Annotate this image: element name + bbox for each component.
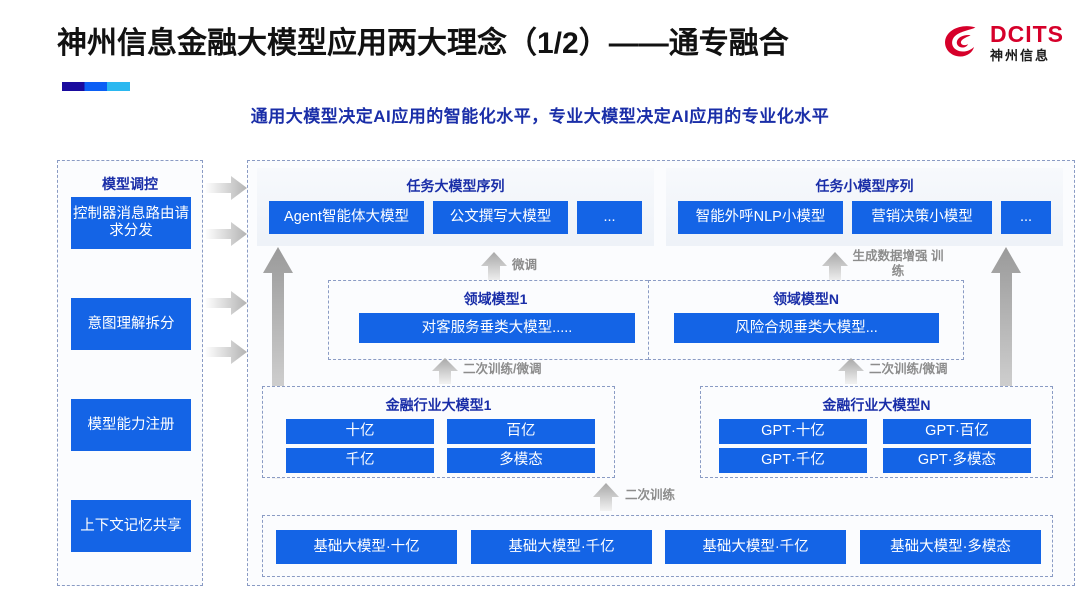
- foundation-model-group: 基础大模型·十亿 基础大模型·千亿 基础大模型·千亿 基础大模型·多模态: [262, 515, 1053, 577]
- industry-model-1-title: 金融行业大模型1: [385, 397, 492, 413]
- task-large-title: 任务大模型序列: [406, 178, 505, 194]
- domain-model-1-group: 领域模型1 对客服务垂类大模型.....: [328, 280, 663, 360]
- arrow-label-retrain: 二次训练: [625, 488, 676, 502]
- industry-model-1-item-3[interactable]: 多模态: [447, 448, 595, 473]
- industry-model-1-item-2[interactable]: 千亿: [286, 448, 434, 473]
- flow-arrow-right-2: [205, 222, 247, 246]
- flow-arrow-right-1: [205, 176, 247, 200]
- arrow-label-gen-data-aug: 生成数据增强 训练: [852, 249, 944, 278]
- logo-text-cn: 神州信息: [990, 47, 1051, 63]
- flow-arrow-up-retrain: [593, 483, 619, 511]
- domain-model-n-item[interactable]: 风险合规垂类大模型...: [674, 313, 939, 343]
- flow-arrow-up-tall-right: [991, 247, 1021, 479]
- page-title: 神州信息金融大模型应用两大理念（1/2）——通专融合: [57, 27, 789, 60]
- control-column-title: 模型调控: [102, 176, 158, 192]
- domain-model-1-title: 领域模型1: [463, 291, 528, 307]
- industry-model-n-item-3[interactable]: GPT·多模态: [883, 448, 1031, 473]
- task-large-group: 任务大模型序列 Agent智能体大模型 公文撰写大模型 ...: [257, 168, 654, 246]
- task-large-item-more[interactable]: ...: [577, 201, 642, 234]
- industry-model-1-item-0[interactable]: 十亿: [286, 419, 434, 444]
- task-small-item-more[interactable]: ...: [1001, 201, 1051, 234]
- industry-model-1-item-1[interactable]: 百亿: [447, 419, 595, 444]
- logo-text-en: DCITS: [990, 20, 1064, 47]
- flow-arrow-right-3: [205, 291, 247, 315]
- task-large-item-0[interactable]: Agent智能体大模型: [269, 201, 424, 234]
- control-column-panel: 模型调控 控制器消息路由请求分发 意图理解拆分 模型能力注册 上下文记忆共享: [57, 160, 203, 586]
- control-item-context-memory[interactable]: 上下文记忆共享: [71, 500, 191, 552]
- foundation-model-item-1[interactable]: 基础大模型·千亿: [471, 530, 652, 564]
- task-small-item-0[interactable]: 智能外呼NLP小模型: [678, 201, 843, 234]
- arrow-label-fine-tune: 微调: [512, 258, 538, 272]
- task-large-item-1[interactable]: 公文撰写大模型: [433, 201, 568, 234]
- industry-model-n-title: 金融行业大模型N: [822, 397, 931, 413]
- domain-model-1-item[interactable]: 对客服务垂类大模型.....: [359, 313, 635, 343]
- logo-text: DCITS 神州信息: [990, 20, 1064, 63]
- flow-arrow-up-tall-left: [263, 247, 293, 479]
- control-item-intent[interactable]: 意图理解拆分: [71, 298, 191, 350]
- control-item-router[interactable]: 控制器消息路由请求分发: [71, 197, 191, 249]
- arrow-label-retrain-finetune-left: 二次训练/微调: [463, 362, 542, 376]
- arrow-label-retrain-finetune-right: 二次训练/微调: [869, 362, 948, 376]
- foundation-model-item-2[interactable]: 基础大模型·千亿: [665, 530, 846, 564]
- foundation-model-item-0[interactable]: 基础大模型·十亿: [276, 530, 457, 564]
- task-small-title: 任务小模型序列: [815, 178, 914, 194]
- brand-logo: DCITS 神州信息: [942, 22, 1064, 62]
- industry-model-n-item-1[interactable]: GPT·百亿: [883, 419, 1031, 444]
- page-subtitle: 通用大模型决定AI应用的智能化水平，专业大模型决定AI应用的专业化水平: [250, 107, 830, 126]
- title-underline-bar: [62, 82, 130, 91]
- flow-arrow-up-retrain-left: [432, 358, 458, 384]
- industry-model-n-item-0[interactable]: GPT·十亿: [719, 419, 867, 444]
- task-small-item-1[interactable]: 营销决策小模型: [852, 201, 992, 234]
- industry-model-n-item-2[interactable]: GPT·千亿: [719, 448, 867, 473]
- industry-model-1-group: 金融行业大模型1 十亿 百亿 千亿 多模态: [262, 386, 615, 478]
- flow-arrow-right-4: [205, 340, 247, 364]
- industry-model-n-group: 金融行业大模型N GPT·十亿 GPT·百亿 GPT·千亿 GPT·多模态: [700, 386, 1053, 478]
- domain-model-n-title: 领域模型N: [772, 291, 840, 307]
- domain-model-n-group: 领域模型N 风险合规垂类大模型...: [648, 280, 964, 360]
- foundation-model-item-3[interactable]: 基础大模型·多模态: [860, 530, 1041, 564]
- flow-arrow-up-gen-data: [822, 252, 848, 282]
- control-item-capability-register[interactable]: 模型能力注册: [71, 399, 191, 451]
- flow-arrow-up-fine-tune: [481, 252, 507, 282]
- swirl-icon: [945, 26, 976, 57]
- flow-arrow-up-retrain-right: [838, 358, 864, 384]
- task-small-group: 任务小模型序列 智能外呼NLP小模型 营销决策小模型 ...: [666, 168, 1063, 246]
